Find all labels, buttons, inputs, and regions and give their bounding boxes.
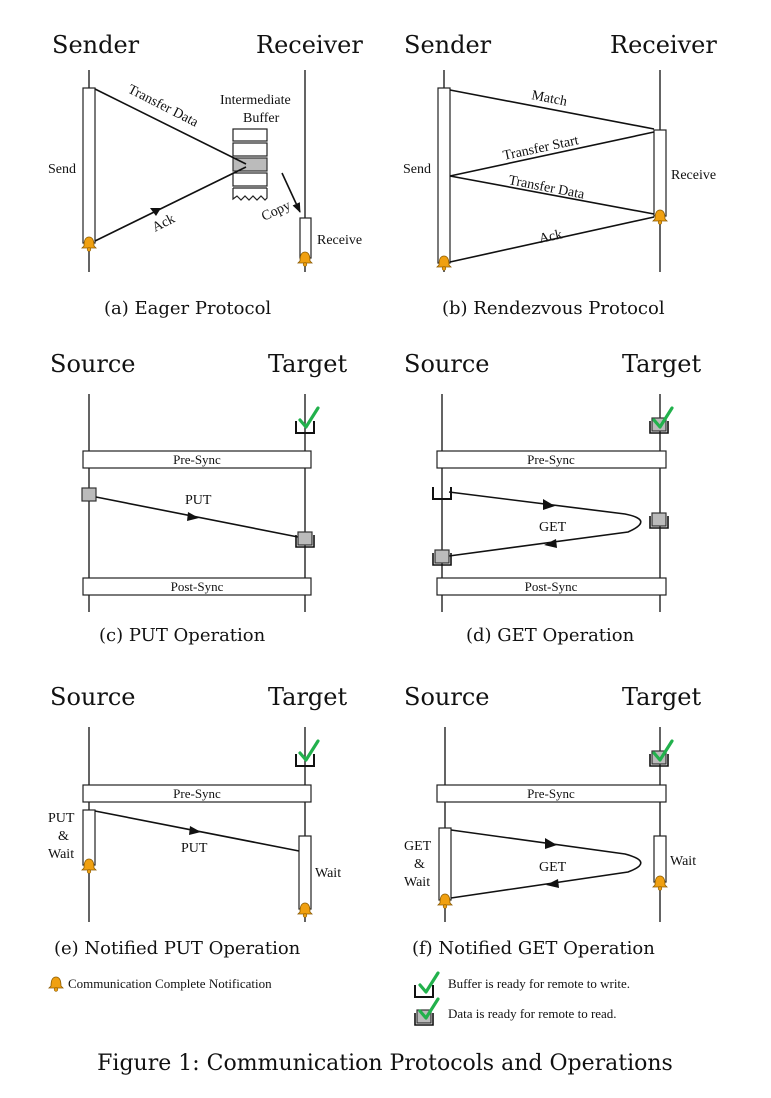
intermediate-buffer [232,128,268,201]
figure-caption: Figure 1: Communication Protocols and Op… [97,1051,673,1076]
put-wait-bar [82,809,96,866]
send-bar [437,87,451,264]
put-arrowhead [189,826,201,835]
post-sync-label: Post-Sync [525,579,578,594]
target-heading: Target [268,683,347,711]
wait-label: Wait [315,866,341,881]
legend-read-ready: Data is ready for remote to read. [448,1006,617,1021]
caption-a: (a) Eager Protocol [104,298,271,319]
wait-bar [653,835,667,883]
receive-bar [653,129,667,217]
wait-bar [298,835,312,910]
panel-rendezvous-protocol: Sender Receiver Match Transfer Start Tra… [403,31,717,319]
legend-write-ready: Buffer is ready for remote to write. [448,976,630,991]
ack-label: Ack [150,212,178,236]
get-label: GET [539,520,567,535]
get-loop-arrow [450,829,642,899]
put-label: PUT [181,841,208,856]
checkmark-icon [298,406,320,429]
pre-sync-label: Pre-Sync [527,786,575,801]
panel-notified-get-operation: Source Target Pre-Sync GET GET & Wait Wa… [404,683,701,959]
panel-notified-put-operation: Source Target Pre-Sync PUT PUT & Wait Wa… [48,683,347,959]
get-wait-label-3: Wait [404,875,430,890]
put-wait-label-2: & [58,829,69,844]
transfer-start-label: Transfer Start [502,133,580,164]
filled-buffer-icon [432,549,452,566]
get-arrowhead-back [544,539,557,548]
get-arrowhead-out [545,838,557,849]
pre-sync-bar [82,784,312,803]
caption-c: (c) PUT Operation [99,625,266,646]
sender-heading: Sender [404,31,492,59]
filled-buffer-icon [649,512,669,529]
match-label: Match [530,88,568,110]
wait-label: Wait [670,854,696,869]
pre-sync-label: Pre-Sync [173,452,221,467]
transfer-data-label: Transfer Data [507,173,586,203]
source-heading: Source [404,683,489,711]
post-sync-bar [436,577,667,596]
checkmark-icon [418,997,440,1020]
transfer-start-arrow [449,131,655,177]
receiver-heading: Receiver [610,31,717,59]
source-data-block [81,487,97,502]
get-arrowhead-back [546,879,559,888]
put-arrowhead [187,512,199,521]
caption-e: (e) Notified PUT Operation [54,938,301,959]
panel-eager-protocol: Sender Receiver Transfer Data Ack Interm… [48,31,363,319]
send-label: Send [403,162,431,177]
source-heading: Source [50,683,135,711]
ack-arrow [449,216,655,263]
get-wait-bar [438,827,452,901]
put-wait-label-1: PUT [48,811,75,826]
get-label: GET [539,860,567,875]
pre-sync-label: Pre-Sync [173,786,221,801]
buffer-label: Buffer [243,111,280,126]
target-heading: Target [622,350,701,378]
copy-arrow [281,172,301,213]
get-loop-arrow [448,491,642,557]
get-wait-label-1: GET [404,839,432,854]
transfer-data-arrow [94,88,247,165]
pre-sync-bar [82,450,312,469]
transfer-data-arrow [449,175,655,215]
ack-arrow [94,166,247,242]
checkmark-icon [418,971,440,994]
put-wait-label-3: Wait [48,847,74,862]
post-sync-bar [82,577,312,596]
receive-label: Receive [671,168,716,183]
put-label: PUT [185,493,212,508]
pre-sync-bar [436,784,667,803]
post-sync-label: Post-Sync [171,579,224,594]
get-wait-label-2: & [414,857,425,872]
ack-label: Ack [538,227,564,247]
receiver-heading: Receiver [256,31,363,59]
send-bar [82,87,96,244]
target-heading: Target [268,350,347,378]
bell-icon [48,976,64,992]
target-heading: Target [622,683,701,711]
checkmark-icon [298,739,320,762]
panel-get-operation: Source Target Pre-Sync Post-Sync GET (d)… [404,350,701,646]
sender-heading: Sender [52,31,140,59]
get-arrowhead-out [543,499,555,510]
legend-notification: Communication Complete Notification [68,976,272,991]
caption-f: (f) Notified GET Operation [412,938,655,959]
intermediate-label: Intermediate [220,93,291,108]
pre-sync-label: Pre-Sync [527,452,575,467]
ack-arrowhead [150,208,161,216]
caption-d: (d) GET Operation [466,625,635,646]
pre-sync-bar [436,450,667,469]
panel-put-operation: Source Target Pre-Sync Post-Sync PUT (c)… [50,350,347,646]
source-heading: Source [404,350,489,378]
receive-label: Receive [317,233,362,248]
source-heading: Source [50,350,135,378]
caption-b: (b) Rendezvous Protocol [442,298,665,319]
match-arrow [449,89,655,130]
legend: Communication Complete Notification Buff… [48,971,630,1026]
filled-buffer-icon [295,531,315,548]
copy-label: Copy [259,198,293,224]
send-label: Send [48,162,76,177]
